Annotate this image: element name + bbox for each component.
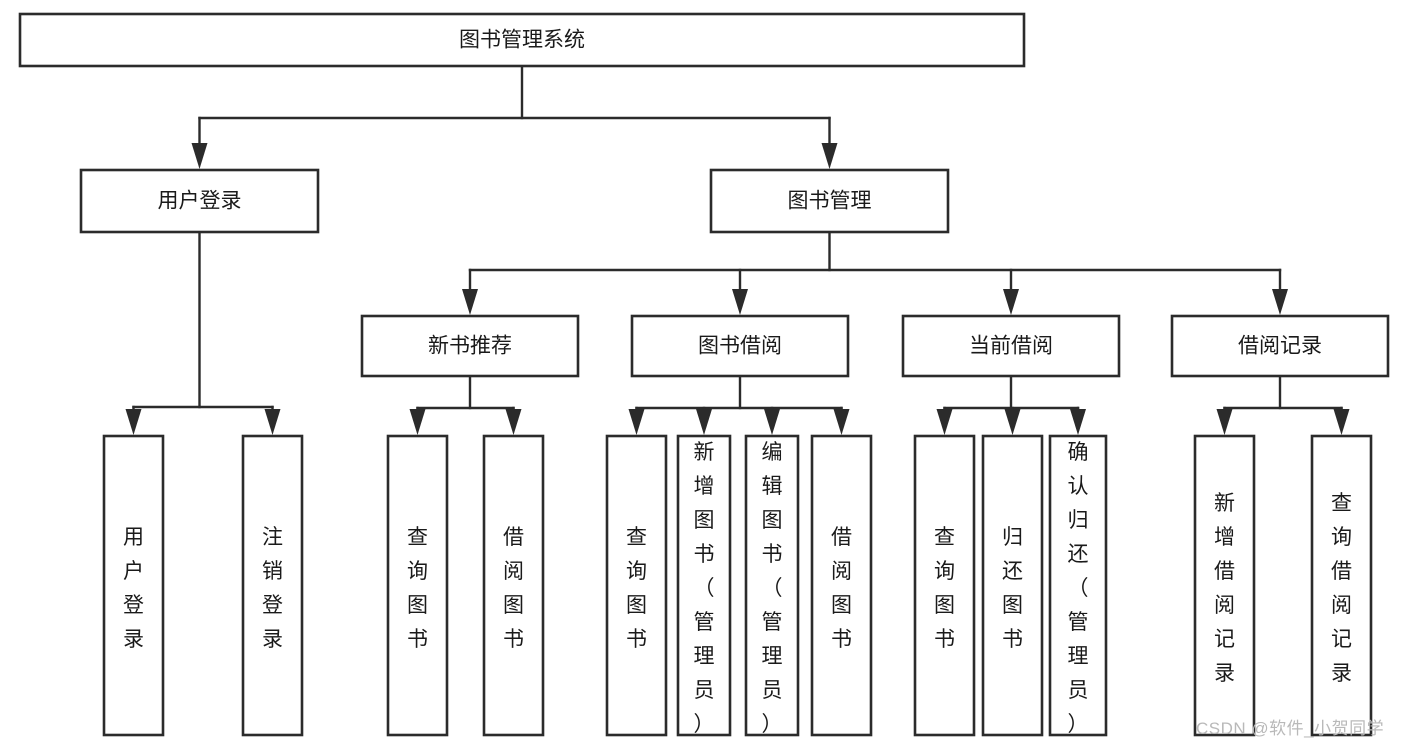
node-label: 新增借阅记录: [1214, 492, 1235, 685]
node-label: 借阅图书: [831, 526, 852, 651]
node-leaf_nb_query[interactable]: 查询图书: [386, 434, 449, 737]
node-l2_user[interactable]: 用户登录: [79, 168, 320, 234]
node-layer: 图书管理系统用户登录图书管理新书推荐图书借阅当前借阅借阅记录用户登录注销登录查询…: [18, 12, 1390, 737]
node-label: 图书管理系统: [459, 29, 585, 52]
node-label: 用户登录: [123, 526, 144, 651]
node-label: 编辑图书（管理员）: [762, 441, 783, 736]
node-label: 查询图书: [407, 526, 428, 651]
node-leaf_cb_query[interactable]: 查询图书: [913, 434, 976, 737]
node-leaf_login[interactable]: 用户登录: [102, 434, 165, 737]
node-box[interactable]: [102, 434, 165, 737]
node-box[interactable]: [241, 434, 304, 737]
node-label: 确认归还（管理员）: [1068, 441, 1089, 736]
edge-group-l2_user: [125, 230, 281, 435]
node-leaf_cb_confirm[interactable]: 确认归还（管理员）: [1048, 434, 1108, 737]
node-l3_record[interactable]: 借阅记录: [1170, 314, 1390, 378]
node-box[interactable]: [79, 168, 320, 234]
node-leaf_bb_query[interactable]: 查询图书: [605, 434, 668, 737]
node-leaf_logout[interactable]: 注销登录: [241, 434, 304, 737]
edge-group-root: [191, 64, 838, 169]
node-box[interactable]: [709, 168, 950, 234]
node-label: 新书推荐: [428, 335, 512, 358]
edge-group-l2_book: [462, 230, 1288, 315]
edge-group-l3_current: [936, 374, 1086, 435]
node-label: 图书管理: [788, 190, 872, 213]
node-box[interactable]: [913, 434, 976, 737]
watermark-text: CSDN @软件_小贺同学: [1196, 719, 1385, 738]
node-box[interactable]: [676, 434, 732, 737]
node-leaf_cb_return[interactable]: 归还图书: [981, 434, 1044, 737]
node-label: 当前借阅: [969, 335, 1053, 358]
node-label: 借阅记录: [1238, 335, 1322, 358]
node-label: 查询借阅记录: [1331, 492, 1352, 685]
node-l3_borrow[interactable]: 图书借阅: [630, 314, 850, 378]
node-label: 查询图书: [626, 526, 647, 651]
node-box[interactable]: [360, 314, 580, 378]
node-leaf_bb_borrow[interactable]: 借阅图书: [810, 434, 873, 737]
node-box[interactable]: [901, 314, 1121, 378]
edge-group-l3_newbook: [409, 374, 522, 435]
edge-layer: [125, 64, 1350, 435]
node-box[interactable]: [18, 12, 1026, 68]
node-leaf_bb_add[interactable]: 新增图书（管理员）: [676, 434, 732, 737]
edge-group-l3_record: [1216, 374, 1350, 435]
node-box[interactable]: [981, 434, 1044, 737]
node-l3_newbook[interactable]: 新书推荐: [360, 314, 580, 378]
node-box[interactable]: [605, 434, 668, 737]
node-box[interactable]: [744, 434, 800, 737]
node-label: 用户登录: [158, 190, 242, 213]
node-leaf_rc_query[interactable]: 查询借阅记录: [1310, 434, 1373, 737]
node-box[interactable]: [1170, 314, 1390, 378]
node-root[interactable]: 图书管理系统: [18, 12, 1026, 68]
node-box[interactable]: [630, 314, 850, 378]
node-label: 新增图书（管理员）: [694, 441, 715, 736]
node-box[interactable]: [482, 434, 545, 737]
node-leaf_nb_borrow[interactable]: 借阅图书: [482, 434, 545, 737]
node-box[interactable]: [1048, 434, 1108, 737]
node-label: 归还图书: [1002, 526, 1023, 651]
node-label: 注销登录: [262, 526, 283, 651]
node-l2_book[interactable]: 图书管理: [709, 168, 950, 234]
node-label: 查询图书: [934, 526, 955, 651]
node-box[interactable]: [386, 434, 449, 737]
node-label: 图书借阅: [698, 335, 782, 358]
node-box[interactable]: [1310, 434, 1373, 737]
node-box[interactable]: [810, 434, 873, 737]
node-box[interactable]: [1193, 434, 1256, 737]
node-leaf_bb_edit[interactable]: 编辑图书（管理员）: [744, 434, 800, 737]
node-label: 借阅图书: [503, 526, 524, 651]
edge-group-l3_borrow: [628, 374, 850, 435]
node-leaf_rc_add[interactable]: 新增借阅记录: [1193, 434, 1256, 737]
node-l3_current[interactable]: 当前借阅: [901, 314, 1121, 378]
